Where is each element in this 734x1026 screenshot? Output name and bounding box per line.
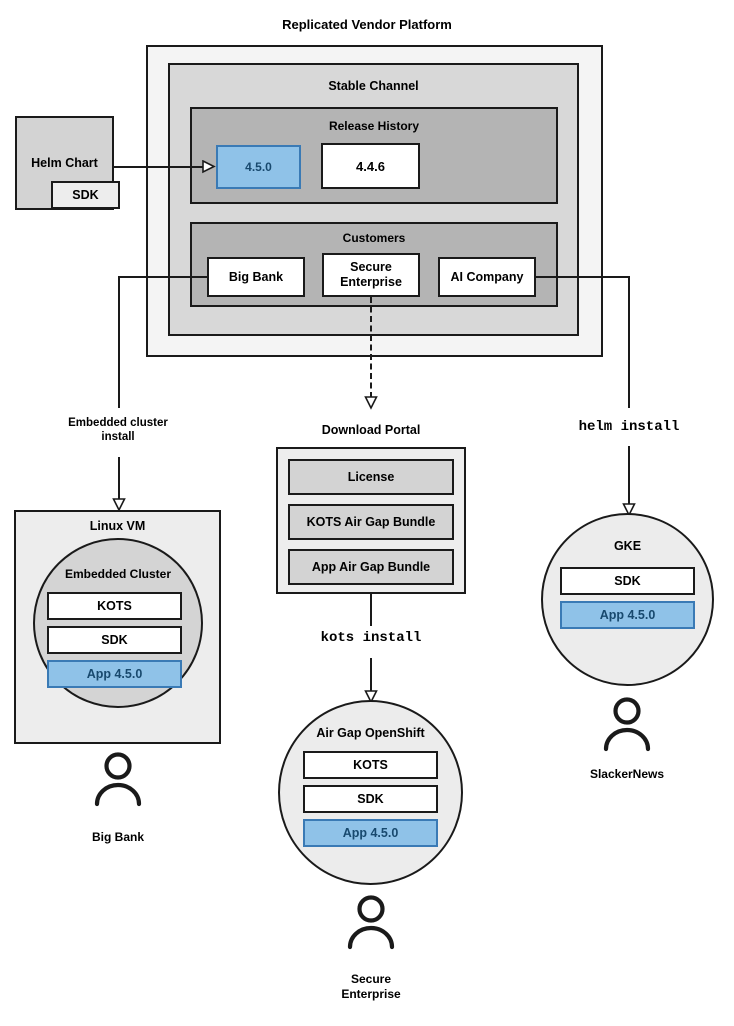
gke-component-app[interactable]: App 4.5.0 <box>560 601 695 629</box>
helm-to-release-arrowhead <box>202 160 216 174</box>
download-portal-title: Download Portal <box>321 423 421 437</box>
embedded-cluster-install-label: Embedded cluster install <box>68 417 168 444</box>
customers-title: Customers <box>342 231 406 245</box>
release-history-title: Release History <box>328 119 420 133</box>
helm-install-label: helm install <box>578 419 680 435</box>
bigbank-branch-horizontal <box>118 276 208 278</box>
gke-circle <box>541 513 714 686</box>
release-4-5-0[interactable]: 4.5.0 <box>216 145 301 189</box>
secure-enterprise-dashed-line <box>370 297 372 398</box>
user-icon-secure-enterprise <box>347 895 395 950</box>
gke-title: GKE <box>613 539 642 553</box>
download-portal-arrowhead <box>364 396 378 410</box>
bigbank-branch-vertical-lower <box>118 457 120 503</box>
linux-vm-component-kots[interactable]: KOTS <box>47 592 182 620</box>
user-label-big-bank: Big Bank <box>91 830 144 844</box>
openshift-arrowhead <box>364 690 378 704</box>
download-portal-item-app-air-gap-bundle[interactable]: App Air Gap Bundle <box>288 549 454 585</box>
air-gap-openshift-title: Air Gap OpenShift <box>316 726 425 740</box>
user-icon-big-bank <box>94 752 142 807</box>
customer-ai-company[interactable]: AI Company <box>438 257 536 297</box>
helm-chart-title: Helm Chart <box>31 156 98 170</box>
kots-install-label: kots install <box>320 630 422 646</box>
user-label-secure-enterprise: Secure Enterprise <box>341 972 401 1001</box>
kots-install-to-openshift-line <box>370 658 372 695</box>
linux-vm-component-app[interactable]: App 4.5.0 <box>47 660 182 688</box>
ai-company-branch-vertical-upper <box>628 276 630 408</box>
openshift-component-sdk[interactable]: SDK <box>303 785 438 813</box>
stable-channel-title: Stable Channel <box>328 79 419 93</box>
release-4-4-6[interactable]: 4.4.6 <box>321 143 420 189</box>
openshift-component-kots[interactable]: KOTS <box>303 751 438 779</box>
download-portal-item-kots-air-gap-bundle[interactable]: KOTS Air Gap Bundle <box>288 504 454 540</box>
user-icon-slackernews <box>603 697 651 752</box>
ai-company-branch-horizontal <box>536 276 630 278</box>
linux-vm-component-sdk[interactable]: SDK <box>47 626 182 654</box>
download-portal-item-license[interactable]: License <box>288 459 454 495</box>
user-label-slackernews: SlackerNews <box>589 767 665 781</box>
bigbank-branch-arrowhead <box>112 498 126 512</box>
gke-component-sdk[interactable]: SDK <box>560 567 695 595</box>
customer-big-bank[interactable]: Big Bank <box>207 257 305 297</box>
embedded-cluster-title: Embedded Cluster <box>64 567 172 581</box>
linux-vm-title: Linux VM <box>89 519 146 533</box>
ai-company-branch-vertical-lower <box>628 446 630 508</box>
gke-arrowhead <box>622 503 636 517</box>
helm-chart-sdk-box[interactable]: SDK <box>51 181 120 209</box>
page-title: Replicated Vendor Platform <box>282 17 452 32</box>
openshift-component-app[interactable]: App 4.5.0 <box>303 819 438 847</box>
bigbank-branch-vertical-upper <box>118 276 120 408</box>
customer-secure-enterprise[interactable]: Secure Enterprise <box>322 253 420 297</box>
helm-to-release-line <box>114 166 208 168</box>
download-portal-to-kots-install-line <box>370 594 372 626</box>
